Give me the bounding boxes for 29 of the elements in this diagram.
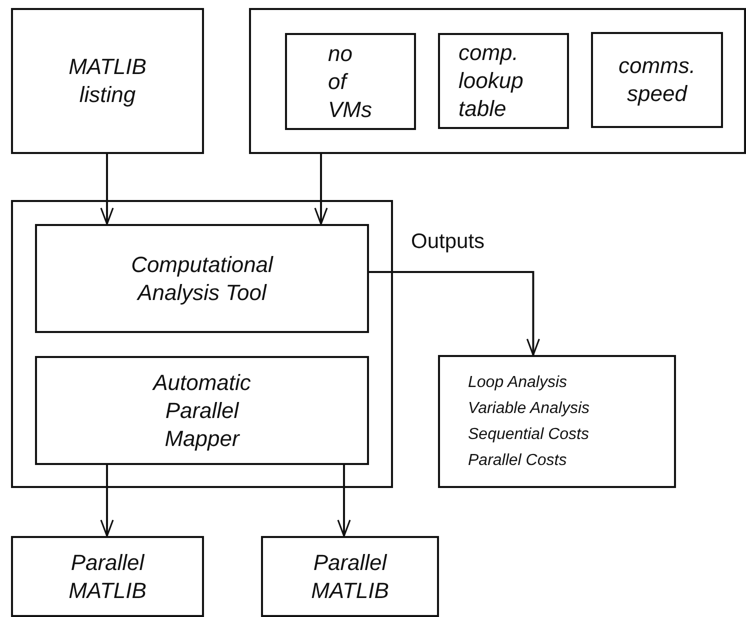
- list-item: Parallel Costs: [468, 450, 567, 470]
- arrow: [369, 271, 540, 356]
- parameter-box: [591, 32, 723, 128]
- arrow: [314, 154, 328, 225]
- box-label: Automatic Parallel Mapper: [151, 368, 252, 452]
- output-box: [261, 536, 439, 617]
- box-label: comms. speed: [618, 52, 696, 108]
- output-box: [438, 355, 676, 488]
- list-item: Sequential Costs: [468, 424, 589, 444]
- box-label: MATLIB listing: [68, 53, 148, 109]
- box-label: no of VMs: [328, 40, 373, 124]
- parameter-box: [438, 33, 569, 129]
- parameter-box: [285, 33, 416, 130]
- arrow: [100, 465, 114, 537]
- arrow: [100, 154, 114, 225]
- box-label: Computational Analysis Tool: [130, 250, 274, 306]
- list-item: Loop Analysis: [468, 372, 568, 392]
- edge-label: Outputs: [409, 230, 487, 254]
- process-box: [35, 224, 369, 333]
- list-item: Variable Analysis: [468, 398, 590, 418]
- box-label: comp. lookup table: [458, 39, 524, 123]
- parameter-panel: [249, 8, 746, 154]
- process-box: [35, 356, 369, 465]
- output-box: [11, 536, 204, 617]
- box-label: Parallel MATLIB: [68, 548, 148, 604]
- input-box: [11, 8, 204, 154]
- box-label: Parallel MATLIB: [310, 548, 390, 604]
- arrow: [337, 465, 351, 537]
- tool-container: [11, 200, 393, 488]
